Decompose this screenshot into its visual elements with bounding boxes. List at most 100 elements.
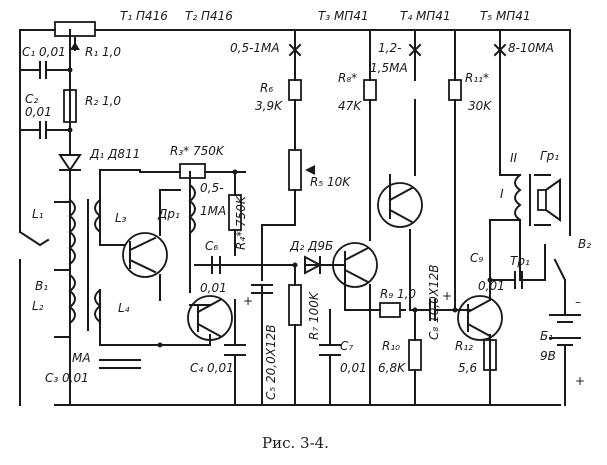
junction-dot bbox=[67, 127, 73, 133]
transistor-t3 bbox=[332, 242, 378, 288]
capacitor-c4 bbox=[224, 344, 246, 356]
diode-d2 bbox=[304, 255, 323, 275]
label-t3: T₃ МП41 bbox=[318, 9, 369, 23]
label-r10b: 6,8K bbox=[378, 361, 406, 375]
label-r6b: 3,9K bbox=[255, 99, 283, 113]
wiring bbox=[19, 29, 571, 406]
current-mark-2 bbox=[408, 43, 422, 57]
resistor-r4 bbox=[228, 194, 242, 231]
label-r2: R₂ 1,0 bbox=[85, 94, 121, 108]
label-d1: Д₁ Д811 bbox=[89, 147, 140, 161]
label-i2a: 1,2- bbox=[378, 41, 401, 55]
label-plus-c8: + bbox=[442, 289, 452, 303]
label-t5: T₅ МП41 bbox=[480, 9, 531, 23]
capacitor-c6 bbox=[211, 256, 221, 274]
label-i4: 8-10МА bbox=[508, 41, 554, 55]
current-mark-1 bbox=[288, 43, 302, 57]
label-r10a: R₁₀ bbox=[382, 339, 400, 353]
junction-dot bbox=[412, 307, 418, 313]
components bbox=[18, 21, 581, 371]
label-i3a: 0,5- bbox=[200, 181, 223, 195]
label-tp1: Тр₁ bbox=[510, 254, 530, 268]
resistor-r5 bbox=[288, 149, 302, 191]
label-l4: L₄ bbox=[118, 301, 130, 315]
label-dr1: Др₁ bbox=[157, 207, 180, 221]
t1-leads bbox=[128, 236, 157, 274]
transistor-t5 bbox=[457, 295, 503, 341]
t5-leads bbox=[466, 298, 492, 338]
label-r1: R₁ 1,0 bbox=[85, 45, 121, 59]
label-i2b: 1,5МА bbox=[370, 61, 408, 75]
label-r8a: R₈* bbox=[338, 71, 357, 85]
label-t4: T₄ МП41 bbox=[400, 9, 451, 23]
label-i3b: 1МА bbox=[200, 204, 226, 218]
labels: T₁ П416 T₂ П416 T₃ МП41 T₄ МП41 T₅ МП41 … bbox=[22, 9, 591, 452]
resistor-r7 bbox=[288, 284, 302, 326]
label-b1a: Б₁ bbox=[540, 329, 553, 343]
label-c6v: 0,01 bbox=[200, 281, 227, 295]
junction-dot bbox=[67, 67, 73, 73]
resistor-r10 bbox=[408, 339, 422, 371]
current-mark-4 bbox=[493, 43, 507, 57]
label-gr1: Гр₁ bbox=[540, 149, 559, 163]
capacitor-c1 bbox=[39, 61, 47, 79]
transistor-t4 bbox=[377, 182, 423, 228]
capacitor-c9 bbox=[514, 271, 523, 289]
label-t1: T₁ П416 bbox=[120, 9, 168, 23]
label-c8: C₈ 10,0X12B bbox=[427, 265, 441, 340]
label-r5: R₅ 10K bbox=[310, 175, 351, 189]
junction-dot bbox=[232, 169, 238, 175]
label-c7b: 0,01 bbox=[340, 361, 367, 375]
label-ma: МА bbox=[72, 351, 91, 365]
coil-l1 bbox=[68, 198, 76, 266]
label-i1: 0,5-1МА bbox=[230, 41, 280, 55]
label-c2b: 0,01 bbox=[25, 105, 52, 119]
label-r11a: R₁₁* bbox=[465, 71, 489, 85]
label-v1: В₁ bbox=[35, 279, 48, 293]
resistor-r12 bbox=[483, 339, 497, 371]
transformer-winding-i bbox=[514, 173, 522, 222]
junction-dots bbox=[67, 67, 493, 348]
transistor-t1 bbox=[122, 232, 168, 278]
resistor-r1 bbox=[54, 21, 96, 37]
capacitor-c2 bbox=[39, 121, 47, 139]
junction-dot bbox=[292, 262, 298, 268]
wiper-r5 bbox=[305, 165, 315, 175]
label-r9: R₉ 1,0 bbox=[380, 287, 416, 301]
coil-l2 bbox=[68, 273, 76, 325]
capacitor-c3 bbox=[99, 359, 141, 369]
junction-dot bbox=[452, 307, 458, 313]
capacitor-c7 bbox=[319, 344, 341, 356]
label-tr-i: I bbox=[500, 187, 504, 201]
t3-leads bbox=[343, 246, 370, 284]
label-minus: – bbox=[575, 295, 581, 309]
label-r8b: 47K bbox=[338, 99, 362, 113]
label-r12a: R₁₂ bbox=[455, 339, 473, 353]
capacitor-c5 bbox=[251, 284, 273, 294]
resistor-r2 bbox=[63, 89, 77, 123]
t2-leads bbox=[196, 298, 222, 338]
label-plus-bat: + bbox=[575, 374, 585, 388]
label-r11b: 30K bbox=[468, 99, 492, 113]
figure-caption: Рис. 3-4. bbox=[262, 434, 329, 452]
label-b1b: 9В bbox=[540, 349, 556, 363]
label-c4: C₄ 0,01 bbox=[190, 361, 234, 375]
label-plus-c5: + bbox=[243, 294, 253, 308]
coil-l4 bbox=[94, 288, 102, 324]
speaker-gr1 bbox=[537, 189, 547, 211]
battery-b1 bbox=[549, 314, 581, 346]
junction-dot bbox=[157, 342, 163, 348]
label-c7a: C₇ bbox=[340, 339, 353, 353]
label-c9a: C₉ bbox=[470, 251, 483, 265]
label-r6a: R₆ bbox=[260, 81, 273, 95]
label-c9b: 0,01 bbox=[478, 279, 505, 293]
label-tr-ii: II bbox=[510, 151, 518, 165]
label-d2: Д₂ Д9Б bbox=[289, 239, 333, 253]
label-l2: L₂ bbox=[32, 299, 44, 313]
choke-dr1 bbox=[188, 183, 196, 235]
diode-d1 bbox=[58, 154, 82, 172]
resistor-r8 bbox=[363, 79, 377, 101]
coil-l3 bbox=[94, 198, 102, 234]
switch-b1 bbox=[18, 230, 50, 247]
